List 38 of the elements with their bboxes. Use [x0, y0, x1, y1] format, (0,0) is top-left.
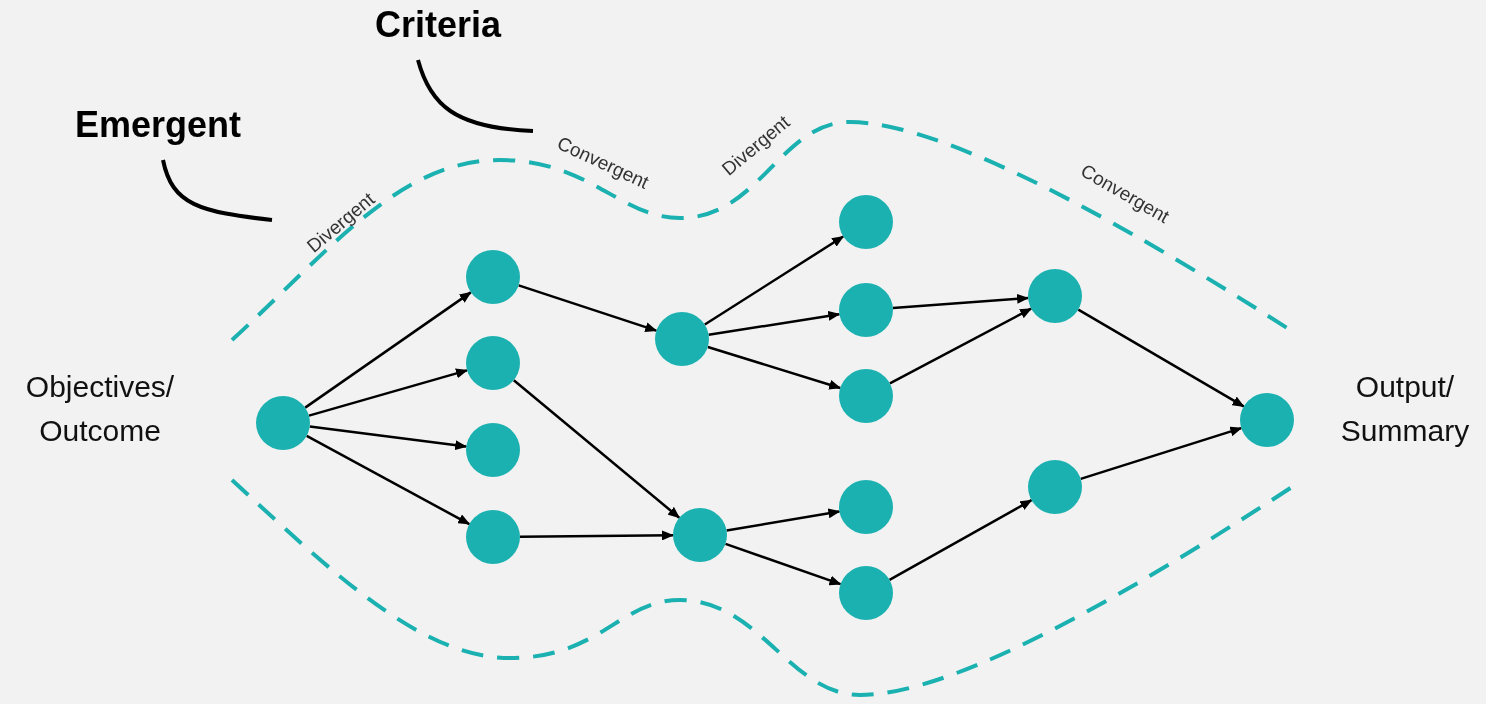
- node-circle: [1240, 393, 1294, 447]
- arrow: [888, 499, 1033, 581]
- arrow: [513, 379, 680, 519]
- arrow: [1077, 308, 1245, 408]
- arrow: [707, 345, 842, 390]
- node-circle: [839, 566, 893, 620]
- node-circle: [839, 283, 893, 337]
- arrow: [1080, 426, 1243, 481]
- callout-text: Criteria: [375, 7, 502, 43]
- arrow: [889, 307, 1032, 385]
- node-circle: [655, 312, 709, 366]
- arrow: [520, 530, 674, 541]
- node-circle: [839, 480, 893, 534]
- node-circle: [256, 396, 310, 450]
- node-circle: [466, 336, 520, 390]
- node-circle: [839, 195, 893, 249]
- arrow: [309, 425, 468, 451]
- arrow: [892, 293, 1030, 310]
- arrow: [726, 508, 841, 532]
- arrow: [304, 291, 472, 409]
- node-caption: Output/ Summary: [1339, 369, 1471, 449]
- arrow: [518, 284, 658, 332]
- node-circle: [466, 510, 520, 564]
- leader-line: [416, 59, 534, 133]
- callout-text: Emergent: [75, 107, 242, 143]
- node-caption: Objectives/ Outcome: [24, 369, 176, 449]
- node-circle: [673, 508, 727, 562]
- arrow: [306, 434, 471, 526]
- arrow: [704, 235, 845, 326]
- leader-line: [161, 159, 273, 222]
- node-circle: [1028, 460, 1082, 514]
- node-circle: [839, 369, 893, 423]
- arrow: [308, 368, 468, 417]
- arrow: [725, 542, 842, 586]
- arrow: [708, 310, 841, 337]
- node-circle: [466, 423, 520, 477]
- node-circle: [466, 250, 520, 304]
- node-circle: [1028, 269, 1082, 323]
